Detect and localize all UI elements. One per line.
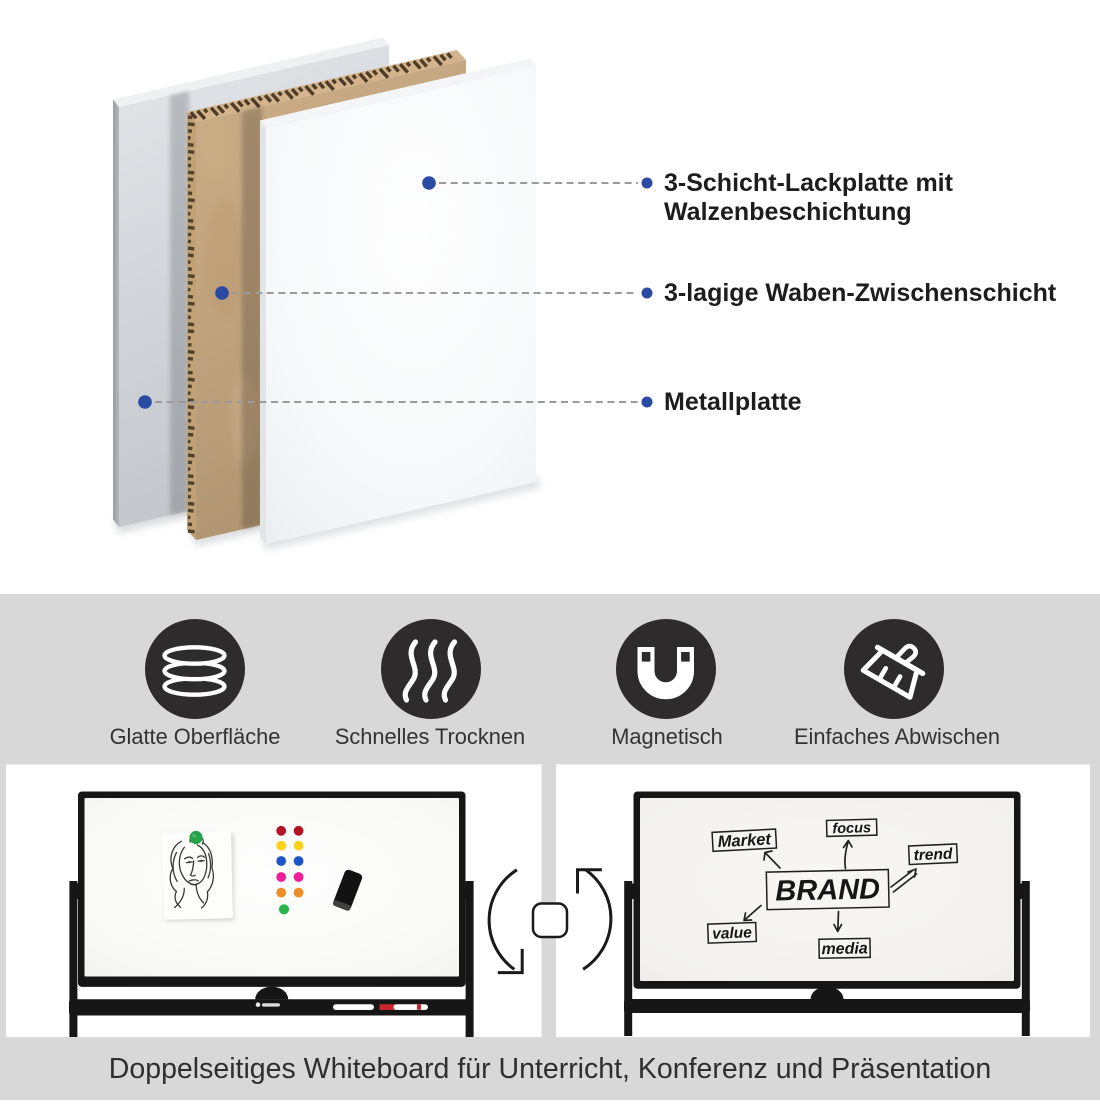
svg-text:media: media: [821, 940, 868, 958]
svg-text:Magnetisch: Magnetisch: [611, 724, 722, 749]
svg-text:Einfaches Abwischen: Einfaches Abwischen: [794, 724, 1000, 749]
svg-text:Schnelles Trocknen: Schnelles Trocknen: [335, 724, 525, 749]
svg-text:3-Schicht-Lackplatte mit: 3-Schicht-Lackplatte mit: [664, 169, 954, 197]
svg-text:focus: focus: [832, 820, 871, 837]
svg-text:Metallplatte: Metallplatte: [664, 388, 802, 416]
svg-text:Glatte Oberfläche: Glatte Oberfläche: [110, 724, 281, 749]
svg-text:value: value: [712, 924, 753, 942]
svg-text:BRAND: BRAND: [775, 873, 880, 907]
svg-text:trend: trend: [913, 846, 953, 865]
svg-text:Doppelseitiges Whiteboard für: Doppelseitiges Whiteboard für Unterricht…: [109, 1053, 991, 1085]
svg-text:3-lagige Waben-Zwischenschicht: 3-lagige Waben-Zwischenschicht: [664, 279, 1057, 307]
svg-text:Market: Market: [717, 830, 773, 851]
svg-text:Walzenbeschichtung: Walzenbeschichtung: [664, 198, 912, 226]
